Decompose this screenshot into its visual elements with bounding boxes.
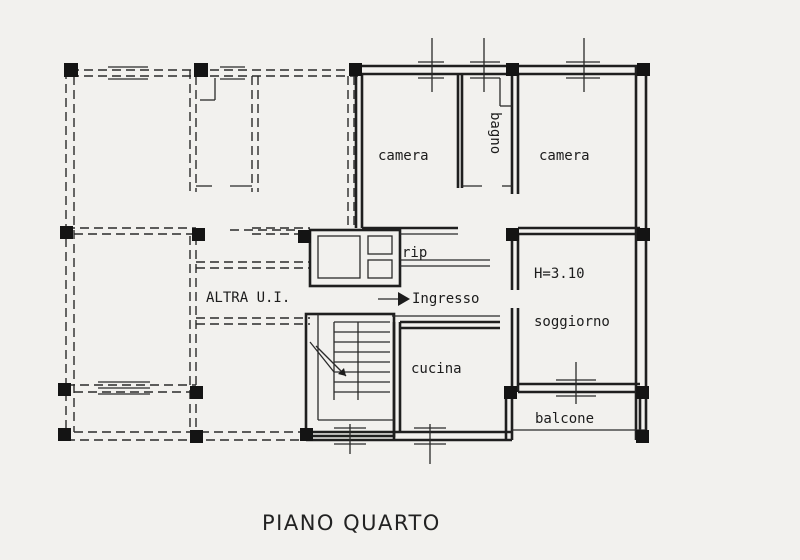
unit-walls: [306, 64, 648, 442]
room-label-ingresso: Ingresso: [412, 291, 479, 307]
room-label-rip: rip: [402, 245, 427, 261]
unit-windows: [334, 38, 600, 464]
room-label-altra: ALTRA U.I.: [206, 290, 290, 306]
lift-block: [308, 228, 402, 288]
stair-block: [304, 312, 396, 438]
plan-title: PIANO QUARTO: [262, 511, 441, 535]
room-label-cucina: cucina: [411, 361, 462, 377]
ceiling-height-label: H=3.10: [534, 266, 585, 282]
room-label-soggiorno: soggiorno: [534, 314, 610, 330]
corridor-lines: [230, 229, 500, 317]
room-label-camera-right: camera: [539, 148, 590, 164]
room-label-bagno: bagno: [487, 112, 503, 154]
bathroom-details: [462, 78, 512, 187]
other-unit-outline: [65, 69, 358, 441]
room-label-balcone: balcone: [535, 411, 594, 427]
room-label-camera-left: camera: [378, 148, 429, 164]
other-unit-windows: [98, 66, 245, 395]
structural-columns: [58, 63, 650, 443]
entry-arrow-icon: [398, 292, 410, 306]
